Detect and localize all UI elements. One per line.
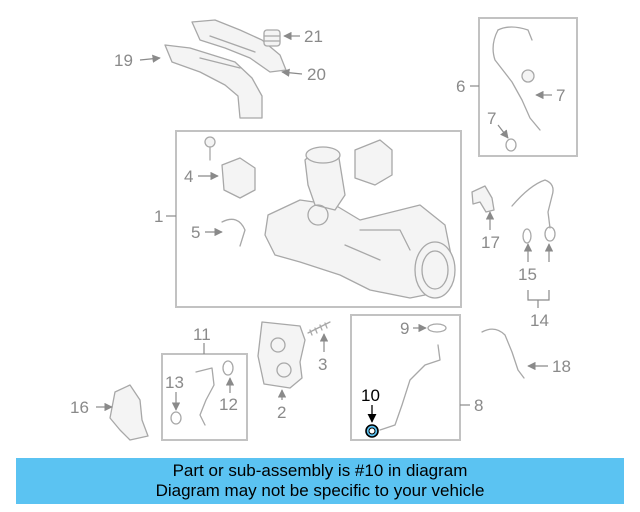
callout-6: 6 <box>456 77 465 96</box>
leader-14 <box>527 290 550 308</box>
callout-19: 19 <box>114 51 133 70</box>
banner-line-part-number: Part or sub-assembly is #10 in diagram <box>172 461 468 480</box>
callout-12: 12 <box>219 395 238 414</box>
callout-7a: 7 <box>556 86 565 105</box>
leader-7b <box>497 124 509 139</box>
callout-20: 20 <box>307 65 326 84</box>
elbow-part <box>471 185 495 213</box>
callout-13: 13 <box>165 373 184 392</box>
bracket-part <box>109 384 149 441</box>
callout-17: 17 <box>481 233 500 252</box>
coolant-hose-part <box>492 26 541 152</box>
parts-diagram: 19 20 21 1 4 5 6 7 7 17 15 14 3 2 9 8 18… <box>70 17 578 441</box>
hose-part-18 <box>481 328 525 379</box>
callout-21: 21 <box>304 27 323 46</box>
callout-18: 18 <box>552 357 571 376</box>
callout-8: 8 <box>474 396 483 415</box>
callout-2: 2 <box>277 403 286 422</box>
callout-5: 5 <box>191 223 200 242</box>
pipe-part-11 <box>170 360 234 426</box>
callout-14: 14 <box>530 311 549 330</box>
callout-4: 4 <box>184 167 193 186</box>
plug-part <box>263 29 281 47</box>
leader-20 <box>281 68 303 77</box>
turbo-group-box <box>175 130 462 308</box>
pipe-part-8 <box>379 344 441 431</box>
o-ring-part <box>427 323 447 333</box>
heat-shield-part <box>164 19 287 119</box>
gasket-part <box>257 321 306 389</box>
stud-part <box>307 321 331 336</box>
banner-line-disclaimer: Diagram may not be specific to your vehi… <box>155 481 485 500</box>
callout-7b: 7 <box>487 109 496 128</box>
callout-11: 11 <box>193 325 211 344</box>
callout-10-highlighted: 10 <box>361 386 380 405</box>
hose-group-box-6 <box>478 17 578 157</box>
info-banner: Part or sub-assembly is #10 in diagram D… <box>16 458 624 504</box>
callout-15: 15 <box>518 265 537 284</box>
callout-9: 9 <box>400 319 409 338</box>
turbocharger-part <box>264 139 456 299</box>
leader-19 <box>139 54 161 63</box>
callout-16: 16 <box>70 398 89 417</box>
seal-ring-part-10 <box>365 424 379 438</box>
pipe-group-box-8 <box>350 314 461 441</box>
oil-line-part <box>511 179 556 244</box>
clip-ring-part <box>221 218 246 247</box>
callout-1: 1 <box>154 207 163 226</box>
callout-3: 3 <box>318 355 327 374</box>
actuator-part <box>204 136 256 199</box>
